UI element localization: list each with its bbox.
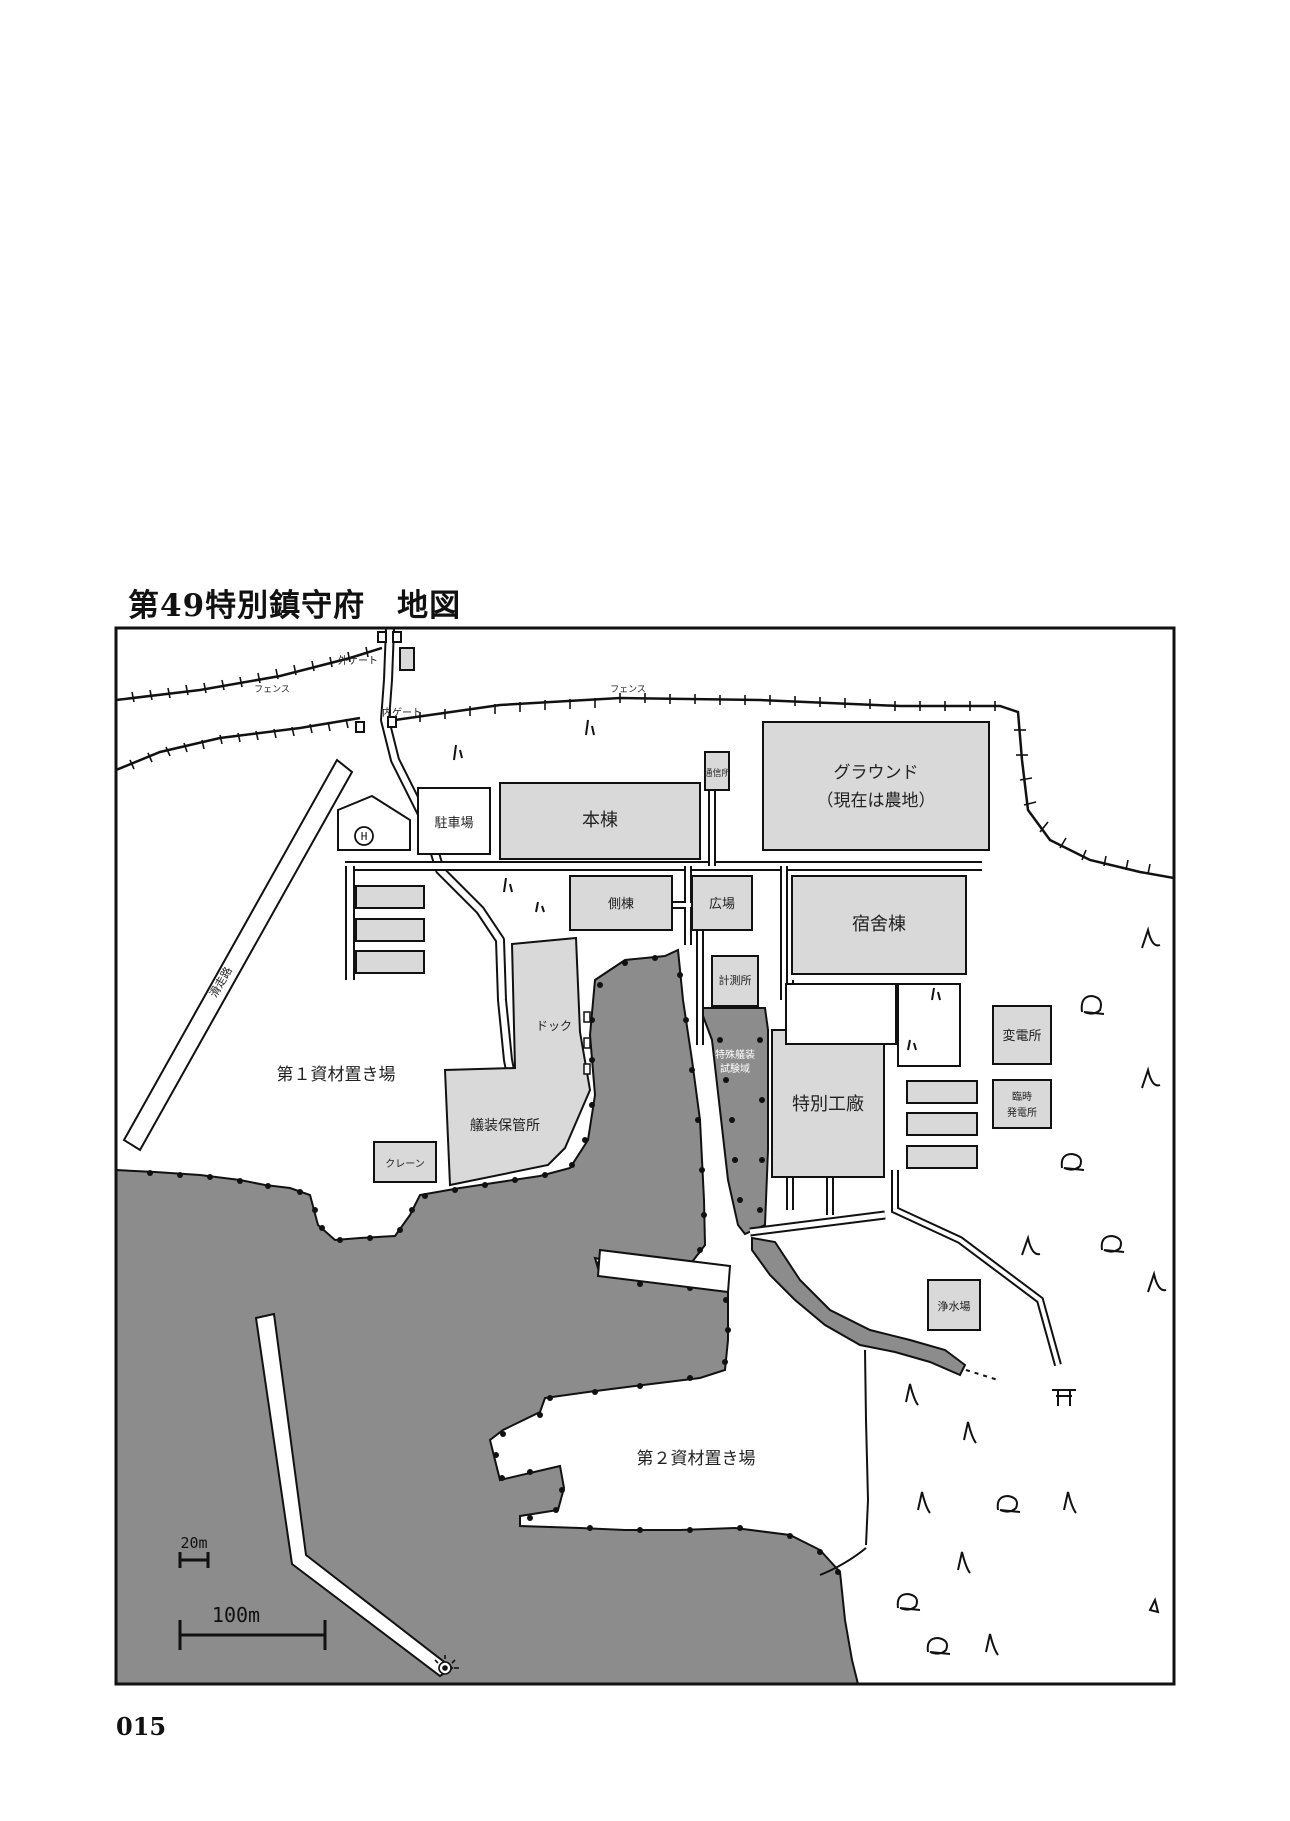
small-building-1 — [355, 885, 425, 909]
yard-boundary — [819, 1349, 870, 1576]
small-building-5 — [906, 1112, 978, 1136]
ground-field — [762, 721, 990, 851]
temp-power-label: 臨時 — [1012, 1090, 1032, 1103]
side-building — [569, 875, 673, 931]
fence-label-right: フェンス — [610, 685, 646, 695]
lighthouse-icon — [434, 1655, 459, 1675]
open-plot-2 — [897, 983, 961, 1067]
ground-sublabel: （現在は農地） — [817, 791, 936, 811]
substation-label: 変電所 — [1002, 1028, 1041, 1044]
measurement-label: 計測所 — [719, 973, 752, 987]
fence-label-left: フェンス — [254, 685, 290, 695]
stream — [751, 1236, 967, 1377]
crane-label: クレーン — [385, 1158, 425, 1170]
page-number: 015 — [116, 1712, 167, 1741]
water-plant-label: 浄水場 — [938, 1299, 971, 1313]
fence-ticks — [129, 646, 1151, 875]
inner-gate-label: 内ゲート — [382, 706, 422, 719]
plaza — [691, 875, 753, 931]
map-frame — [114, 626, 1176, 1686]
temp-power-sublabel: 発電所 — [1007, 1106, 1037, 1119]
water-plant — [927, 1279, 981, 1331]
scale-100-label: 100m — [212, 1603, 260, 1627]
runway — [122, 758, 354, 1152]
long-pier — [254, 1312, 454, 1678]
small-building-3 — [355, 950, 425, 974]
outfitting-storage-label: 艤装保管所 — [470, 1117, 540, 1134]
special-arsenal-label: 特別工廠 — [792, 1093, 864, 1115]
substation — [992, 1005, 1052, 1065]
ground-label: グラウンド — [834, 763, 919, 783]
small-building-2 — [355, 918, 425, 942]
heliport-pad — [337, 794, 411, 851]
tree-icon — [453, 719, 1167, 1656]
comms-building — [704, 751, 730, 791]
gate-posts — [355, 631, 402, 733]
comms-label: 通信所 — [703, 767, 730, 779]
dormitory-label: 宿舍棟 — [852, 914, 906, 935]
svg-text:H: H — [361, 830, 368, 843]
material-yard-1-label: 第１資材置き場 — [277, 1065, 396, 1085]
dormitory — [791, 875, 967, 975]
small-building-4 — [906, 1080, 978, 1104]
small-building-6 — [906, 1145, 978, 1169]
shoreline-dots — [147, 955, 841, 1575]
page-title: 第49特別鎮守府 地図 — [128, 588, 462, 624]
heliport-icon: H — [354, 826, 374, 846]
test-area-label: 特殊艤装 — [715, 1048, 755, 1061]
outer-gatehouse — [399, 647, 415, 671]
open-plot-1 — [785, 983, 897, 1045]
special-arsenal — [771, 1029, 885, 1178]
main-building — [499, 782, 701, 860]
parking-label: 駐車場 — [434, 816, 473, 831]
scale-20-label: 20m — [180, 1534, 207, 1552]
side-building-label: 側棟 — [608, 897, 634, 912]
material-yard-2-label: 第２資材置き場 — [637, 1449, 756, 1469]
test-area-sublabel: 試験域 — [720, 1062, 750, 1075]
main-building-label: 本棟 — [582, 810, 618, 831]
dock-label: ドック — [536, 1019, 572, 1033]
outer-gate-label: 外ゲート — [338, 655, 378, 667]
scale-bar — [178, 1552, 327, 1650]
parking-lot — [417, 787, 491, 855]
path-dashes — [965, 1369, 999, 1381]
measurement-building — [711, 955, 759, 1007]
plaza-label: 広場 — [709, 897, 735, 912]
crane — [373, 1141, 437, 1183]
temp-power — [992, 1079, 1052, 1129]
shrine-gate-icon — [1052, 1389, 1076, 1406]
dock-storage — [443, 936, 592, 1187]
dock-bollards — [583, 1011, 591, 1075]
east-pier — [596, 1248, 732, 1294]
